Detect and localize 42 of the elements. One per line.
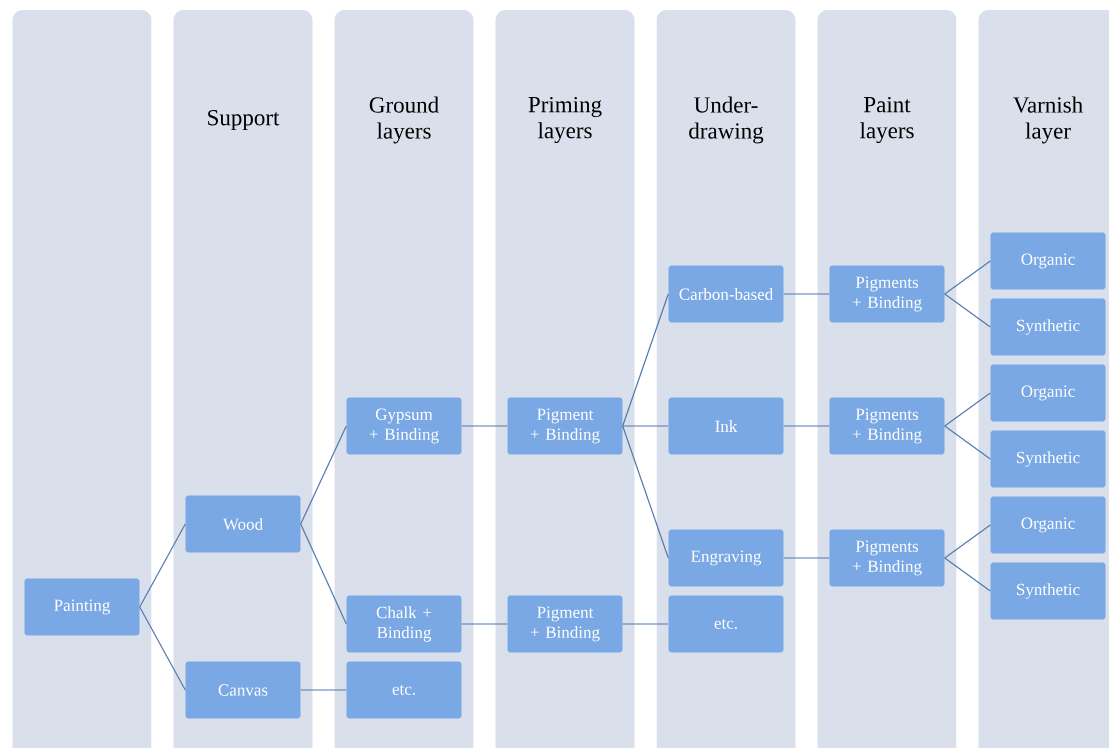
process-box: Painting <box>24 578 140 636</box>
process-box: Pigments + Binding <box>829 529 945 587</box>
process-box: Carbon-based <box>668 265 784 323</box>
connector-line <box>139 606 186 691</box>
connector-line <box>622 293 669 427</box>
column-band <box>12 10 152 748</box>
connector-line <box>944 260 991 295</box>
connector-line <box>944 425 991 460</box>
connector-line <box>783 557 830 559</box>
connector-line <box>139 523 186 608</box>
process-box: Pigments + Binding <box>829 265 945 323</box>
connector-line <box>461 425 508 427</box>
process-box: Canvas <box>185 661 301 719</box>
process-box: Pigment + Binding <box>507 397 623 455</box>
process-box: Gypsum + Binding <box>346 397 462 455</box>
connector-line <box>944 557 991 592</box>
connector-line <box>300 523 347 625</box>
connector-line <box>300 425 347 525</box>
connector-line <box>461 623 508 625</box>
process-box: Synthetic <box>990 430 1106 488</box>
process-box: Wood <box>185 495 301 553</box>
connector-line <box>783 425 830 427</box>
connector-line <box>944 524 991 559</box>
process-box: Organic <box>990 496 1106 554</box>
connector-line <box>622 425 669 427</box>
connector-line <box>622 623 669 625</box>
process-box: etc. <box>346 661 462 719</box>
process-box: Engraving <box>668 529 784 587</box>
connector-line <box>300 689 347 691</box>
connector-line <box>622 425 669 559</box>
process-box: Organic <box>990 232 1106 290</box>
process-box: Pigments + Binding <box>829 397 945 455</box>
connector-line <box>944 392 991 427</box>
connector-line <box>783 293 830 295</box>
process-box: etc. <box>668 595 784 653</box>
process-box: Synthetic <box>990 298 1106 356</box>
process-box: Chalk + Binding <box>346 595 462 653</box>
process-box: Ink <box>668 397 784 455</box>
connector-line <box>944 293 991 328</box>
process-box: Organic <box>990 364 1106 422</box>
process-box: Pigment + Binding <box>507 595 623 653</box>
process-box: Synthetic <box>990 562 1106 620</box>
